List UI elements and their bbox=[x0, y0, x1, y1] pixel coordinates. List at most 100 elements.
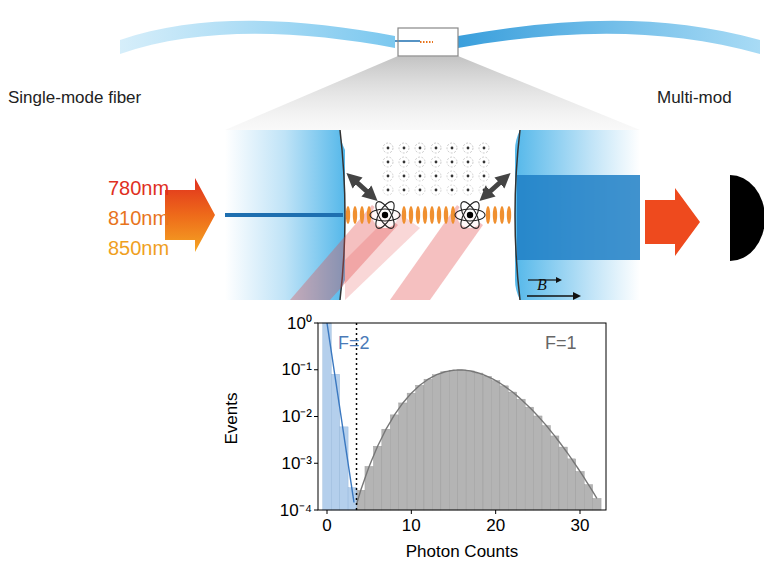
transport-arrow bbox=[485, 178, 505, 196]
axis-tick-label: 10⁻¹ bbox=[281, 361, 312, 378]
axis-tick bbox=[580, 510, 581, 514]
wavelength-label: 780nm bbox=[108, 178, 169, 198]
wave-fringe bbox=[409, 206, 413, 224]
axis-tick-label: 10⁰ bbox=[287, 315, 312, 332]
histogram-bar bbox=[432, 375, 440, 510]
field-label: B bbox=[537, 277, 547, 293]
lattice-site bbox=[463, 143, 473, 153]
state-label: F=2 bbox=[338, 334, 370, 352]
lattice-atom bbox=[387, 161, 390, 164]
atom-symbol bbox=[370, 199, 400, 231]
histogram-bar bbox=[534, 416, 542, 510]
lattice-atom bbox=[467, 147, 470, 150]
axis-tick-label: 20 bbox=[486, 517, 505, 534]
lattice-site bbox=[479, 157, 489, 167]
axis-tick-label: 10⁻² bbox=[281, 408, 312, 425]
wave-fringe bbox=[346, 206, 350, 224]
lattice-site bbox=[463, 157, 473, 167]
lattice-site bbox=[463, 185, 473, 195]
transport-arrow bbox=[352, 178, 372, 196]
lattice-site bbox=[447, 171, 457, 181]
fiber-core bbox=[225, 213, 343, 217]
lattice-site bbox=[399, 157, 409, 167]
axis-tick bbox=[314, 463, 318, 464]
wavelength-label: 810nm bbox=[108, 208, 169, 228]
axis-tick-label: 10⁻³ bbox=[281, 455, 312, 472]
lattice-atom bbox=[403, 189, 406, 192]
wave-fringe bbox=[416, 206, 420, 224]
mirror-surface bbox=[515, 130, 520, 300]
axis-tick bbox=[314, 369, 318, 370]
lattice-atom bbox=[483, 161, 486, 164]
lattice-atom bbox=[467, 175, 470, 178]
lattice-atom bbox=[451, 189, 454, 192]
lattice-site bbox=[447, 185, 457, 195]
output-arrow bbox=[645, 188, 700, 256]
lattice-site bbox=[447, 143, 457, 153]
lattice-site bbox=[383, 171, 393, 181]
wave-fringe bbox=[507, 206, 511, 224]
histogram-bar bbox=[382, 429, 390, 510]
lattice-site bbox=[431, 171, 441, 181]
histogram-bar bbox=[491, 381, 499, 510]
histogram-bar bbox=[466, 371, 474, 510]
lattice-atom bbox=[451, 161, 454, 164]
wave-fringe bbox=[493, 206, 497, 224]
axis-tick bbox=[314, 510, 318, 511]
lattice-atom bbox=[419, 189, 422, 192]
histogram-bar bbox=[525, 407, 533, 510]
histogram-bar bbox=[475, 373, 483, 510]
lattice-site bbox=[431, 143, 441, 153]
wave-fringe bbox=[402, 206, 406, 224]
lattice-atom bbox=[435, 147, 438, 150]
lattice-atom bbox=[403, 161, 406, 164]
lattice-site bbox=[479, 171, 489, 181]
wave-fringe bbox=[486, 206, 490, 224]
lattice-atom bbox=[435, 189, 438, 192]
lattice-site bbox=[383, 185, 393, 195]
lattice-atom bbox=[483, 175, 486, 178]
lattice-atom bbox=[403, 175, 406, 178]
state-label: F=1 bbox=[545, 334, 577, 352]
fiber-label: Single-mode fiber bbox=[8, 89, 141, 106]
histogram-bar bbox=[500, 386, 508, 510]
wave-fringe bbox=[423, 206, 427, 224]
lattice-site bbox=[431, 157, 441, 167]
atoms bbox=[370, 199, 485, 231]
input-arrow bbox=[165, 178, 215, 252]
lattice-atom bbox=[419, 161, 422, 164]
histogram-bar bbox=[458, 370, 466, 510]
detector bbox=[730, 175, 764, 261]
lattice-atom bbox=[419, 147, 422, 150]
lattice-atom bbox=[483, 147, 486, 150]
wave-fringe bbox=[353, 206, 357, 224]
wave-fringe bbox=[437, 206, 441, 224]
wave-fringe bbox=[444, 206, 448, 224]
field-arrow bbox=[527, 295, 575, 297]
histogram-bar bbox=[508, 392, 516, 510]
multimode-core bbox=[517, 175, 640, 260]
wave-fringe bbox=[360, 206, 364, 224]
fiber-label: Multi-mod bbox=[657, 89, 732, 106]
lattice-atom bbox=[387, 147, 390, 150]
histogram-bar bbox=[407, 393, 415, 510]
lattice-atom bbox=[483, 189, 486, 192]
axis-tick-label: 0 bbox=[322, 517, 331, 534]
fiber-core bbox=[395, 40, 420, 42]
lattice-site bbox=[415, 143, 425, 153]
lattice-site bbox=[399, 143, 409, 153]
lattice-atom bbox=[403, 147, 406, 150]
histogram-bar bbox=[517, 399, 525, 510]
axis-tick bbox=[327, 510, 328, 514]
lattice-site bbox=[383, 157, 393, 167]
wavelength-label: 850nm bbox=[108, 238, 169, 258]
axis-tick-label: 10⁻⁴ bbox=[280, 502, 312, 519]
lattice-atom bbox=[467, 161, 470, 164]
lattice-site bbox=[415, 157, 425, 167]
lattice-site bbox=[447, 157, 457, 167]
axis-tick bbox=[314, 323, 318, 324]
atom-symbol bbox=[455, 199, 485, 231]
histogram-bar bbox=[550, 436, 558, 510]
histogram-bar bbox=[559, 447, 567, 510]
